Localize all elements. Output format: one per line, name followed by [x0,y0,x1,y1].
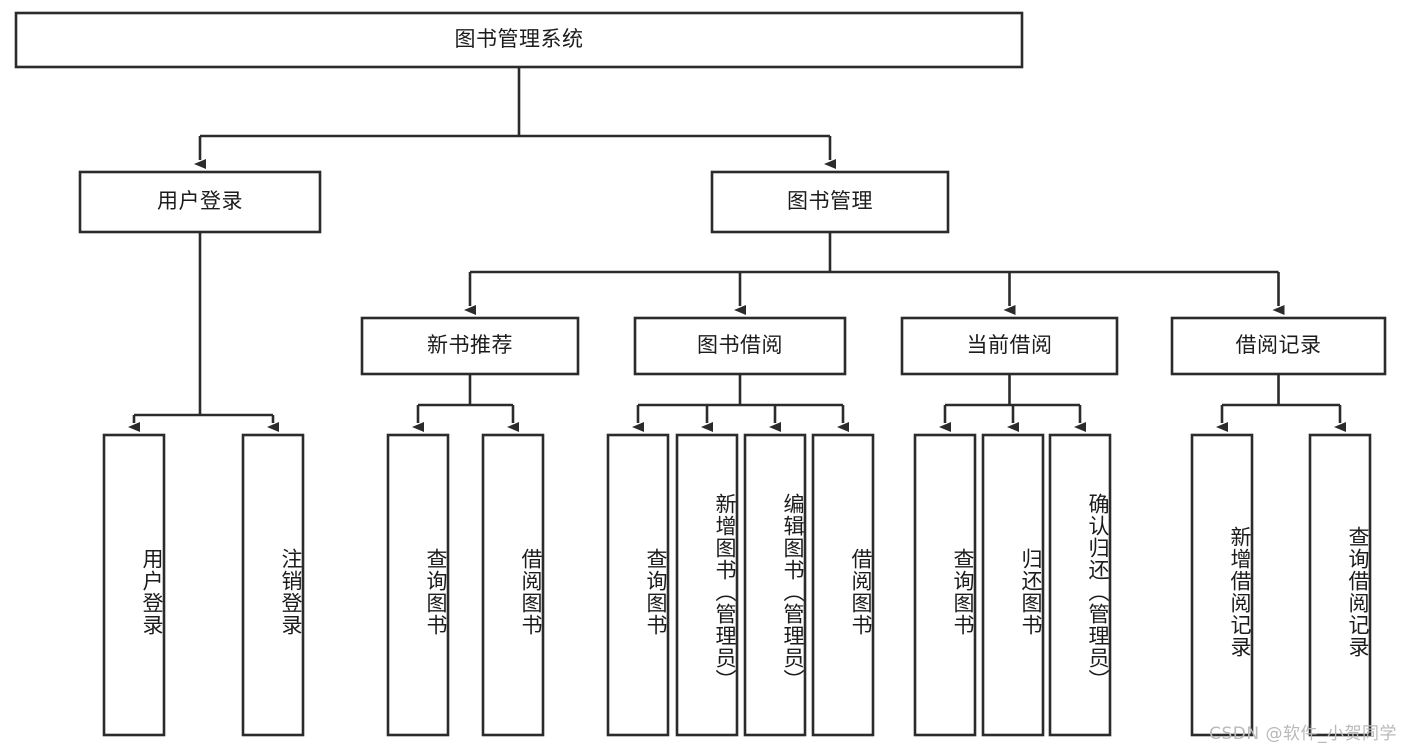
node-box-leaf-return-book[interactable] [981,433,1045,737]
node-box-book-management[interactable] [710,170,950,234]
node-box-leaf-logout[interactable] [241,433,305,737]
node-box-leaf-edit-book[interactable] [743,433,807,737]
node-boxes-layer [14,11,1387,737]
node-box-leaf-user-login[interactable] [102,433,166,737]
node-box-current-borrow[interactable] [900,316,1119,376]
node-box-leaf-borrow-book-rec[interactable] [481,433,545,737]
node-box-leaf-query-book-current[interactable] [913,433,977,737]
node-box-borrow-records[interactable] [1170,316,1387,376]
node-box-leaf-query-borrow-record[interactable] [1308,433,1372,737]
node-box-leaf-confirm-return[interactable] [1048,433,1112,737]
node-box-book-borrow[interactable] [633,316,847,376]
node-box-leaf-add-borrow-record[interactable] [1190,433,1254,737]
node-box-root[interactable] [14,11,1024,69]
node-box-new-book-recommend[interactable] [360,316,580,376]
node-box-leaf-add-book[interactable] [675,433,739,737]
node-box-user-login[interactable] [78,170,322,234]
node-box-leaf-query-book-borrow[interactable] [606,433,670,737]
node-box-leaf-borrow-book[interactable] [811,433,875,737]
connector-edges-layer [128,67,1346,432]
node-box-leaf-query-book-rec[interactable] [386,433,450,737]
